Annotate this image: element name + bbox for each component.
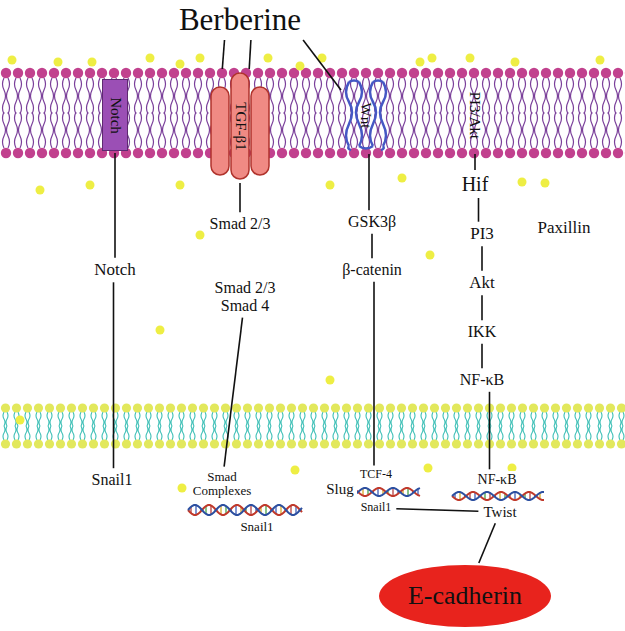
text-node: Snail1	[89, 470, 136, 490]
node-label: IKK	[468, 323, 496, 341]
pathway-line	[303, 40, 341, 90]
text-node: Smad Complexes	[187, 469, 257, 500]
pathway-line	[114, 153, 116, 258]
pathway-line	[224, 318, 242, 467]
node-label: Slug	[326, 481, 354, 498]
text-node: Snail1	[358, 500, 395, 515]
text-node: Notch	[91, 260, 139, 281]
text-node: Paxillin	[535, 218, 594, 239]
node-label: Notch	[94, 261, 136, 280]
node-label: Smad 2/3	[210, 215, 271, 233]
wnt-receptor: Wnt	[343, 78, 389, 152]
pathway-line	[249, 40, 251, 69]
text-node: Akt	[466, 273, 498, 294]
node-label: Berberine	[179, 2, 301, 38]
text-node: Slug	[323, 480, 357, 499]
node-label: TGF-β1	[232, 102, 249, 150]
pathway-line	[481, 295, 483, 320]
node-label: Snail1	[361, 501, 392, 514]
node-label: β-catenin	[342, 261, 402, 279]
pathway-line	[489, 392, 491, 470]
text-node: Smad 2/3	[207, 214, 274, 234]
target-ellipse: E-cadherin	[379, 565, 551, 627]
text-node: β-catenin	[339, 260, 405, 280]
pathway-line	[481, 246, 483, 270]
pathway-line	[371, 234, 373, 258]
notch-receptor: Notch	[102, 79, 128, 151]
pathway-line	[113, 282, 115, 468]
pathway-line	[239, 183, 241, 212]
node-label: Smad 2/3 Smad 4	[212, 279, 278, 314]
pathway-line	[222, 40, 224, 69]
node-label: Smad Complexes	[190, 470, 254, 499]
node-label: Wnt	[357, 102, 374, 128]
node-label: Twist	[483, 504, 516, 521]
pathway-line	[373, 282, 375, 466]
pathway-line	[474, 154, 476, 170]
text-node: TCF-4	[357, 467, 395, 482]
text-node: GSK3β	[345, 212, 399, 232]
node-label: Snail1	[240, 520, 273, 534]
node-label: NF-κB	[478, 472, 517, 487]
node-label: Snail1	[92, 471, 133, 489]
pathway-line	[481, 344, 483, 368]
text-node: NF-κB	[475, 471, 520, 488]
node-label: PI3	[470, 225, 494, 244]
node-label: Notch	[107, 97, 124, 134]
pathway-line	[479, 523, 496, 563]
membrane-label: PI3/Akt	[462, 78, 488, 152]
text-node: Berberine	[179, 2, 301, 38]
text-node: PI3	[467, 224, 497, 245]
text-node: IKK	[465, 322, 499, 342]
node-label: Paxillin	[538, 219, 591, 238]
node-label: Akt	[469, 274, 495, 293]
text-node: NF-κB	[457, 370, 508, 390]
pathway-line	[368, 154, 370, 210]
text-node: Hif	[459, 172, 492, 196]
text-node: Smad 2/3 Smad 4	[209, 278, 281, 315]
node-label: NF-κB	[460, 371, 505, 389]
node-label: Hif	[462, 173, 489, 195]
pathway-line	[396, 509, 478, 512]
node-label: PI3/Akt	[467, 91, 484, 139]
text-node: Twist	[480, 503, 519, 522]
node-label: TCF-4	[360, 468, 392, 481]
text-node: Snail1	[237, 519, 276, 535]
tgf-receptor: TGF-β1	[209, 71, 271, 181]
node-label: E-cadherin	[408, 581, 522, 611]
node-label: GSK3β	[348, 213, 396, 231]
pathway-line	[478, 198, 480, 222]
